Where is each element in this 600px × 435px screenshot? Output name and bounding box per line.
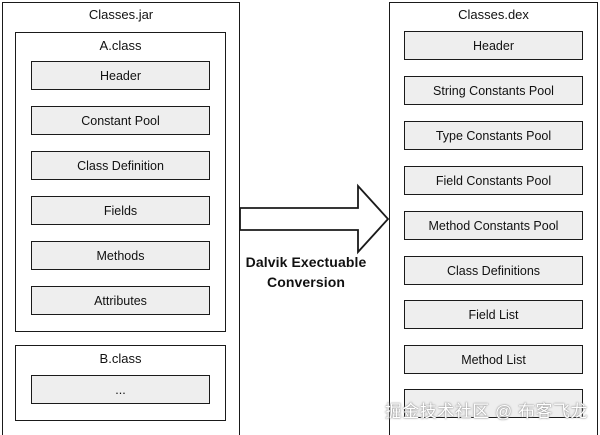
dex-string-constants-pool-box: String Constants Pool (404, 76, 583, 105)
b-class-title: B.class (99, 351, 142, 366)
watermark-text: 掘金技术社区 @ 布客飞龙 (384, 402, 588, 421)
a-class-constant-pool-box: Constant Pool (31, 106, 210, 135)
dex-method-constants-pool-box: Method Constants Pool (404, 211, 583, 240)
dex-type-constants-pool-box: Type Constants Pool (404, 121, 583, 150)
dex-method-list-box: Method List (404, 345, 583, 374)
conversion-label-line1: Dalvik Exectuable (245, 254, 367, 270)
b-class-ellipsis-box: ... (31, 375, 210, 404)
dex-field-constants-pool-box: Field Constants Pool (404, 166, 583, 195)
conversion-label-line2: Conversion (266, 274, 345, 290)
classes-jar-title: Classes.jar (88, 7, 154, 22)
a-class-class-definition-box: Class Definition (31, 151, 210, 180)
a-class-header-box: Header (31, 61, 210, 90)
a-class-title: A.class (99, 38, 142, 53)
classes-dex-title: Classes.dex (458, 7, 529, 22)
dex-field-list-box: Field List (404, 300, 583, 329)
dex-partial-box (404, 389, 583, 418)
dex-class-definitions-box: Class Definitions (404, 256, 583, 285)
dex-header-box: Header (404, 31, 583, 60)
conversion-arrow-shape (239, 183, 390, 255)
a-class-attributes-box: Attributes (31, 286, 210, 315)
a-class-fields-box: Fields (31, 196, 210, 225)
a-class-methods-box: Methods (31, 241, 210, 270)
